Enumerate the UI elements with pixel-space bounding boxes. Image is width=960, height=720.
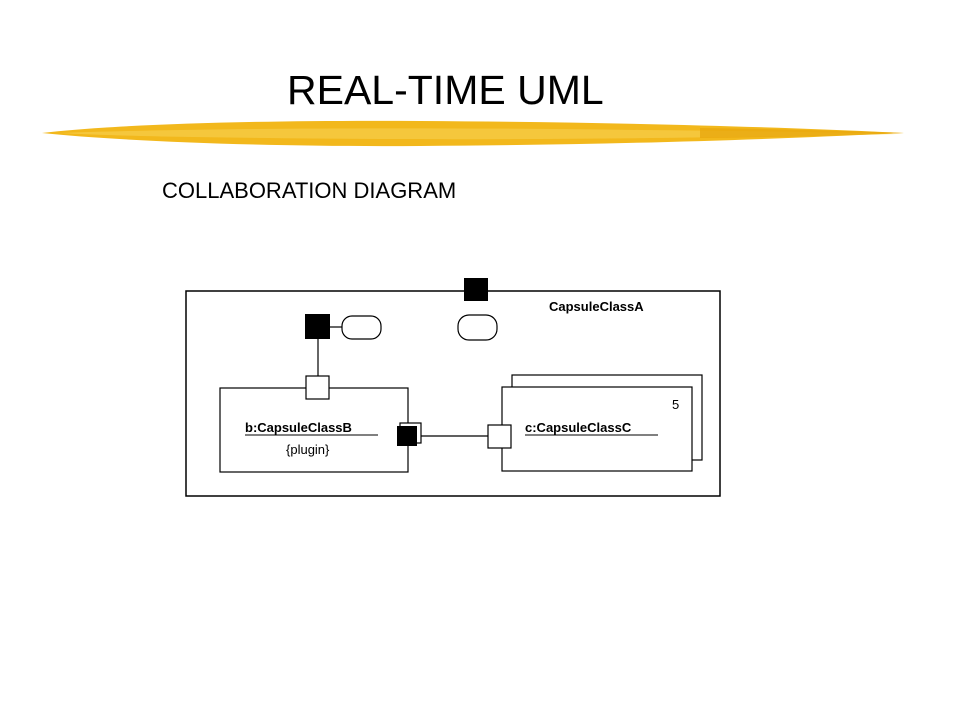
capsule-c-left-port	[487, 424, 512, 449]
internal-end-port	[305, 314, 330, 339]
capsule-b-right-port	[397, 426, 417, 446]
container-protocol-shape-right	[457, 314, 498, 341]
capsule-c-name: c:CapsuleClassC	[525, 420, 632, 435]
capsule-b-top-port	[305, 375, 330, 400]
capsule-c-multiplicity: 5	[672, 397, 679, 412]
container-capsule-a	[185, 290, 721, 497]
container-capsule-a-label: CapsuleClassA	[549, 299, 644, 314]
underline-stroke-tail	[700, 128, 904, 138]
capsule-b-stereotype: {plugin}	[286, 442, 330, 457]
capsule-b-name: b:CapsuleClassB	[245, 420, 352, 435]
container-protocol-shape-left	[341, 315, 382, 340]
slide-title: REAL-TIME UML	[287, 67, 604, 113]
slide-subtitle: COLLABORATION DIAGRAM	[162, 178, 457, 203]
container-border-port	[464, 278, 488, 301]
underline-stroke-highlight	[60, 128, 896, 140]
